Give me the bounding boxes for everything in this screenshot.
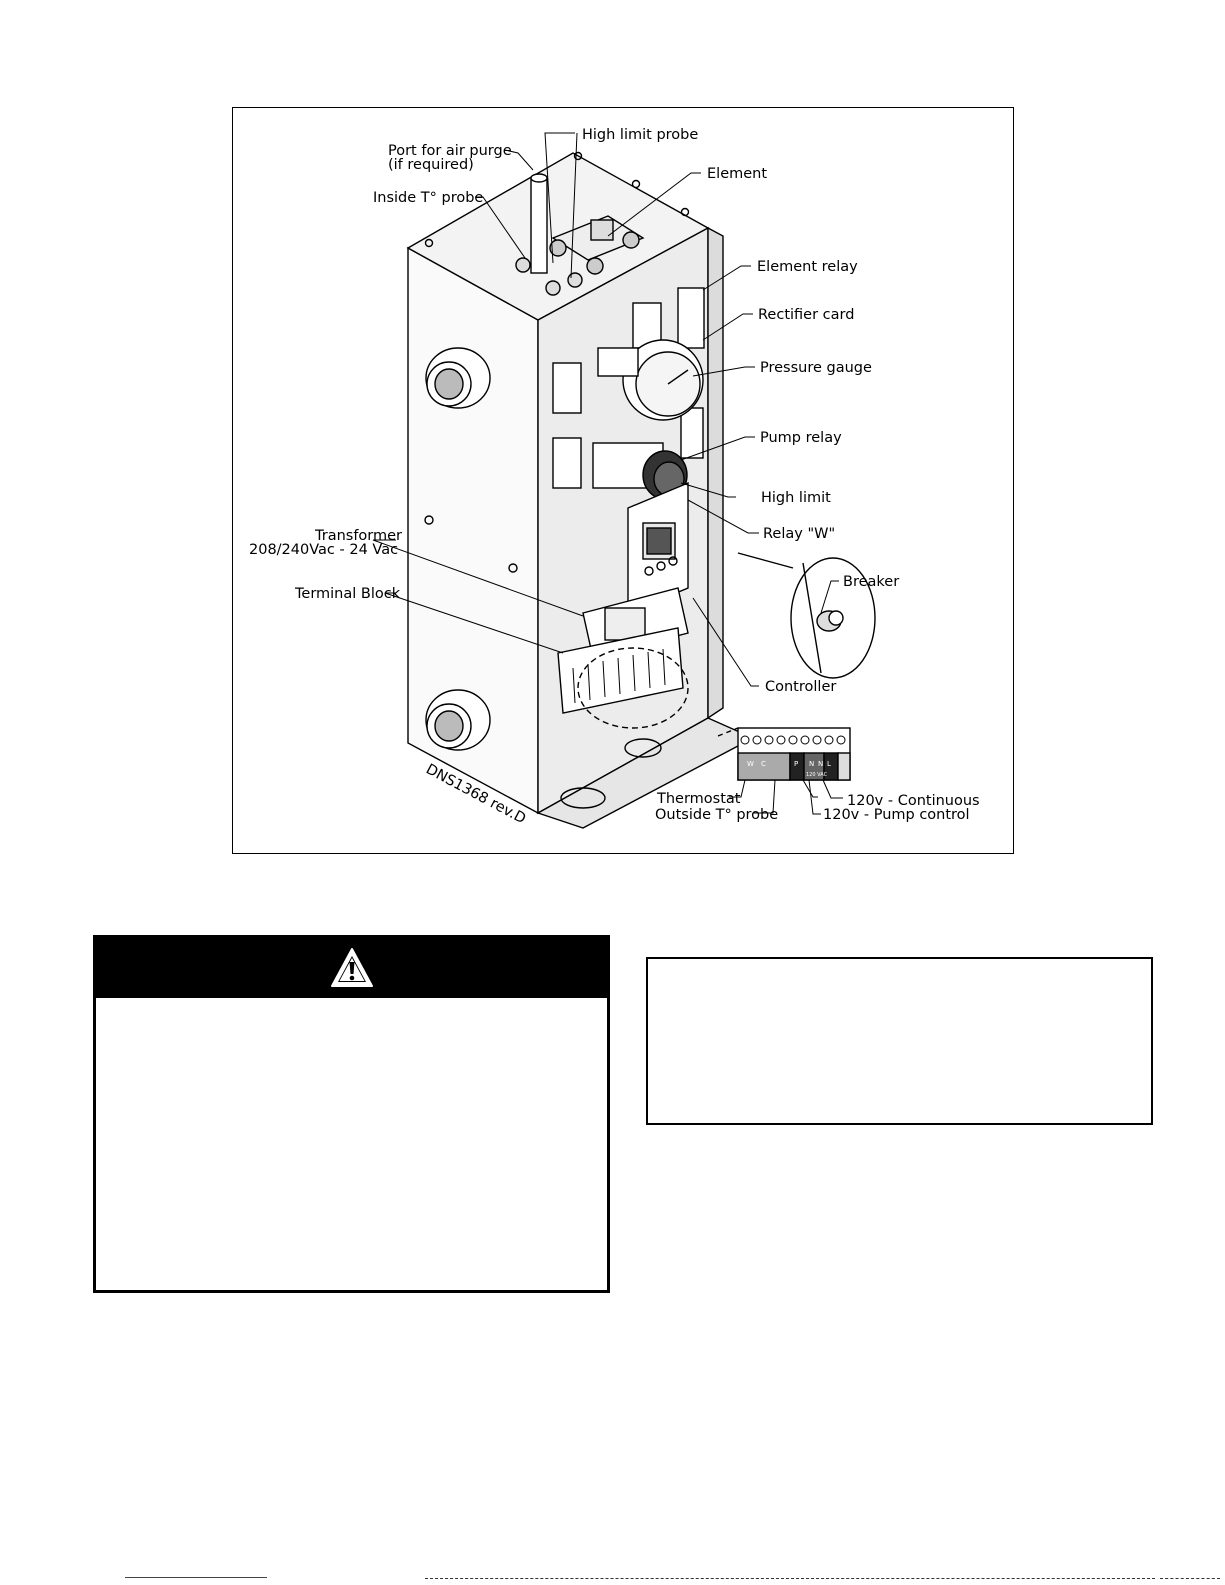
footer-rule bbox=[425, 1578, 1155, 1579]
probe-fitting bbox=[515, 257, 531, 273]
label-high-limit: High limit bbox=[761, 490, 831, 506]
detail-circle bbox=[577, 647, 689, 729]
screw bbox=[508, 563, 518, 573]
warning-triangle-icon bbox=[331, 948, 373, 987]
label-breaker: Breaker bbox=[843, 574, 899, 590]
terminal-letter: C bbox=[761, 760, 766, 768]
screw bbox=[424, 238, 434, 248]
figure-frame: W C P N N L 120 VAC bbox=[232, 107, 1014, 854]
screw bbox=[573, 151, 583, 161]
label-transformer-voltage: 208/240Vac - 24 Vac bbox=[249, 542, 398, 558]
drain-hole bbox=[560, 787, 606, 809]
warning-header bbox=[96, 938, 607, 998]
terminal-letter: W bbox=[747, 760, 754, 768]
element-relay-block bbox=[677, 287, 705, 349]
label-transformer: Transformer bbox=[314, 528, 402, 544]
label-120v-pump-control: 120v - Pump control bbox=[823, 807, 970, 823]
label-controller: Controller bbox=[765, 679, 836, 695]
inlet-fitting bbox=[425, 347, 491, 409]
cabinet-right-flange bbox=[707, 226, 724, 720]
label-air-purge-note: (if required) bbox=[388, 157, 474, 173]
terminal-letter: L bbox=[827, 760, 831, 768]
probe-fitting bbox=[545, 280, 561, 296]
label-element: Element bbox=[707, 166, 767, 182]
label-pump-relay: Pump relay bbox=[760, 430, 842, 446]
terminal-sub-label: 120 VAC bbox=[806, 772, 828, 778]
footer-rule bbox=[1160, 1578, 1220, 1579]
label-terminal-block: Terminal Block bbox=[294, 586, 401, 602]
note-box bbox=[646, 957, 1153, 1125]
label-air-purge: Port for air purge bbox=[388, 143, 512, 159]
leader-lines bbox=[372, 132, 843, 815]
label-outside-probe: Outside T° probe bbox=[655, 807, 778, 823]
boiler-cabinet-drawing bbox=[406, 151, 876, 829]
terminal-letters: W C P N N L 120 VAC bbox=[747, 760, 831, 778]
drain-hole bbox=[624, 738, 662, 758]
screw bbox=[680, 207, 690, 217]
terminal-letter: N bbox=[818, 760, 823, 768]
callout-labels: Port for air purge (if required) High li… bbox=[249, 127, 980, 823]
label-relay-w: Relay "W" bbox=[763, 526, 835, 542]
label-rectifier-card: Rectifier card bbox=[758, 307, 854, 323]
label-pressure-gauge: Pressure gauge bbox=[760, 360, 872, 376]
terminal-letter: P bbox=[794, 760, 798, 768]
label-thermostat: Thermostat bbox=[656, 791, 741, 807]
label-inside-probe: Inside T° probe bbox=[373, 190, 483, 206]
relay-block bbox=[552, 437, 582, 489]
warning-box bbox=[93, 935, 610, 1293]
terminal-strip-detail bbox=[717, 727, 851, 781]
screw bbox=[631, 179, 641, 189]
boiler-cutaway-diagram: W C P N N L 120 VAC bbox=[249, 127, 980, 829]
relay-block bbox=[552, 362, 582, 414]
screw bbox=[424, 515, 434, 525]
terminal-letter: N bbox=[809, 760, 814, 768]
label-120v-continuous: 120v - Continuous bbox=[847, 793, 980, 809]
outlet-fitting bbox=[425, 689, 491, 751]
relay-block bbox=[680, 407, 704, 459]
footer-link-underline[interactable] bbox=[125, 1577, 267, 1578]
air-purge-port bbox=[530, 177, 548, 274]
probe-fitting bbox=[567, 272, 583, 288]
label-high-limit-probe: High limit probe bbox=[582, 127, 698, 143]
label-element-relay: Element relay bbox=[757, 259, 858, 275]
